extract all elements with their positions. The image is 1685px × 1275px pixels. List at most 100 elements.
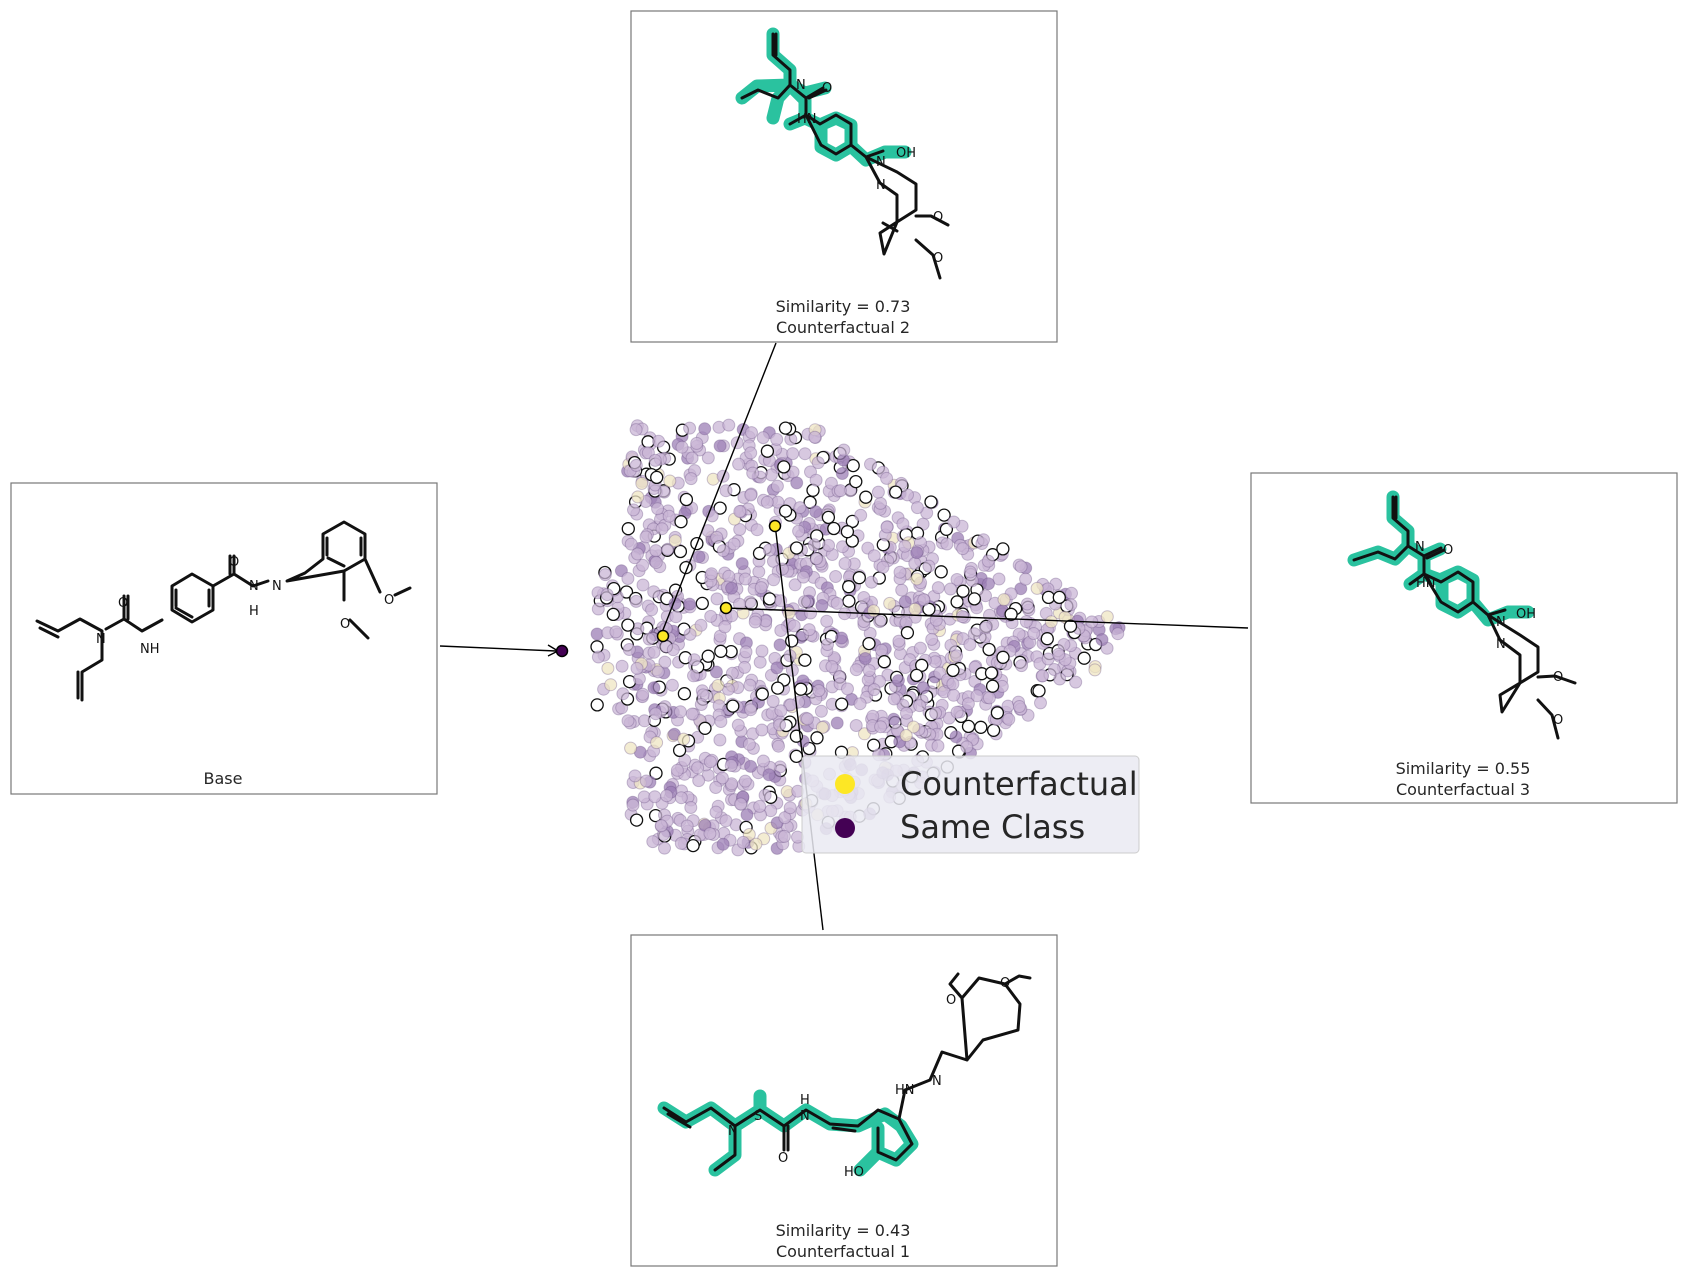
atom-N: N xyxy=(728,1124,738,1139)
scatter-point xyxy=(900,626,915,640)
scatter-point xyxy=(996,650,1010,664)
scatter-point xyxy=(629,423,643,437)
scatter-point xyxy=(685,451,699,465)
scatter-point xyxy=(764,468,778,482)
scatter-point xyxy=(900,706,913,720)
scatter-point xyxy=(877,655,891,669)
scatter-point xyxy=(709,665,723,679)
scatter-point xyxy=(686,838,700,853)
scatter-point xyxy=(835,631,848,645)
scatter-point xyxy=(591,602,605,616)
scatter-point xyxy=(755,687,769,701)
scatter-point xyxy=(674,515,688,529)
atom-HN: HN xyxy=(1416,576,1436,591)
cf3-molecule xyxy=(1352,495,1577,740)
scatter-point xyxy=(849,474,863,489)
scatter-point xyxy=(838,557,852,570)
atom-HO: HO xyxy=(844,1165,864,1180)
scatter-point xyxy=(772,739,785,753)
cf3-similarity: Similarity = 0.55 xyxy=(1396,759,1531,778)
scatter-point xyxy=(1040,632,1054,646)
scatter-point xyxy=(680,819,694,833)
scatter-point xyxy=(642,632,656,646)
scatter-point xyxy=(715,771,729,785)
scatter-point xyxy=(830,596,844,610)
scatter-point xyxy=(621,714,635,728)
scatter-point xyxy=(898,539,912,553)
scatter-point xyxy=(990,706,1005,720)
scatter-point xyxy=(639,774,653,788)
scatter-point xyxy=(754,581,768,595)
scatter-point xyxy=(704,609,718,623)
atom-O3: O xyxy=(1000,976,1010,991)
scatter-point xyxy=(1019,572,1033,586)
scatter-point xyxy=(815,599,829,612)
scatter-point xyxy=(725,666,739,680)
scatter-point xyxy=(598,568,612,582)
connector-cf1 xyxy=(774,523,824,931)
scatter-point xyxy=(849,663,863,677)
scatter-point xyxy=(788,578,802,592)
scatter-point xyxy=(714,715,728,728)
scatter-point xyxy=(651,665,665,679)
scatter-point xyxy=(1052,647,1066,661)
counterfactual-point-3 xyxy=(719,601,733,615)
scatter-point xyxy=(837,443,851,457)
scatter-point xyxy=(891,674,905,688)
scatter-point xyxy=(740,808,754,822)
scatter-point xyxy=(636,578,650,592)
scatter-point xyxy=(770,432,784,446)
scatter-point xyxy=(874,496,887,510)
scatter-point xyxy=(626,798,640,812)
scatter-point xyxy=(794,682,808,696)
scatter-point xyxy=(797,595,811,609)
atom-N2: N xyxy=(1496,615,1506,630)
scatter-point xyxy=(992,572,1006,586)
scatter-point xyxy=(621,618,635,632)
scatter-point xyxy=(893,565,907,579)
scatter-point xyxy=(647,681,661,695)
scatter-point xyxy=(790,476,804,490)
base-arrow xyxy=(439,644,560,657)
scatter-point xyxy=(810,731,824,745)
legend-label-counterfactual: Counterfactual xyxy=(900,765,1138,803)
scatter-point xyxy=(627,503,640,517)
scatter-point xyxy=(963,638,977,652)
scatter-point xyxy=(744,446,758,460)
scatter-point xyxy=(887,692,901,706)
scatter-point xyxy=(766,694,780,708)
scatter-point xyxy=(1012,700,1026,713)
scatter-point xyxy=(663,474,677,488)
scatter-point xyxy=(889,485,903,499)
scatter-point xyxy=(827,521,841,536)
atom-N3: N xyxy=(1496,637,1506,652)
atom-O: O xyxy=(778,1151,788,1166)
scatter-point xyxy=(591,650,605,664)
scatter-point xyxy=(898,595,912,609)
scatter-point xyxy=(967,592,982,606)
scatter-point xyxy=(835,467,849,480)
scatter-point xyxy=(949,730,963,744)
scatter-point xyxy=(1111,627,1125,641)
scatter-point xyxy=(862,664,876,677)
scatter-point xyxy=(710,530,724,544)
scatter-point xyxy=(842,594,856,608)
cf2-similarity: Similarity = 0.73 xyxy=(776,297,911,316)
scatter-point xyxy=(701,451,715,465)
scatter-point xyxy=(657,485,671,499)
scatter-point xyxy=(756,431,770,445)
atom-N2: N xyxy=(932,1074,942,1089)
scatter-point xyxy=(859,490,873,504)
scatter-point xyxy=(703,755,717,769)
scatter-point xyxy=(840,525,855,539)
scatter-point xyxy=(793,501,807,515)
scatter-point xyxy=(864,457,877,471)
scatter-point xyxy=(811,456,825,470)
scatter-point xyxy=(846,458,860,473)
scatter-point xyxy=(590,627,604,641)
scatter-point xyxy=(979,589,992,603)
scatter-point xyxy=(666,643,680,657)
scatter-point xyxy=(621,572,635,585)
scatter-point xyxy=(739,645,753,659)
